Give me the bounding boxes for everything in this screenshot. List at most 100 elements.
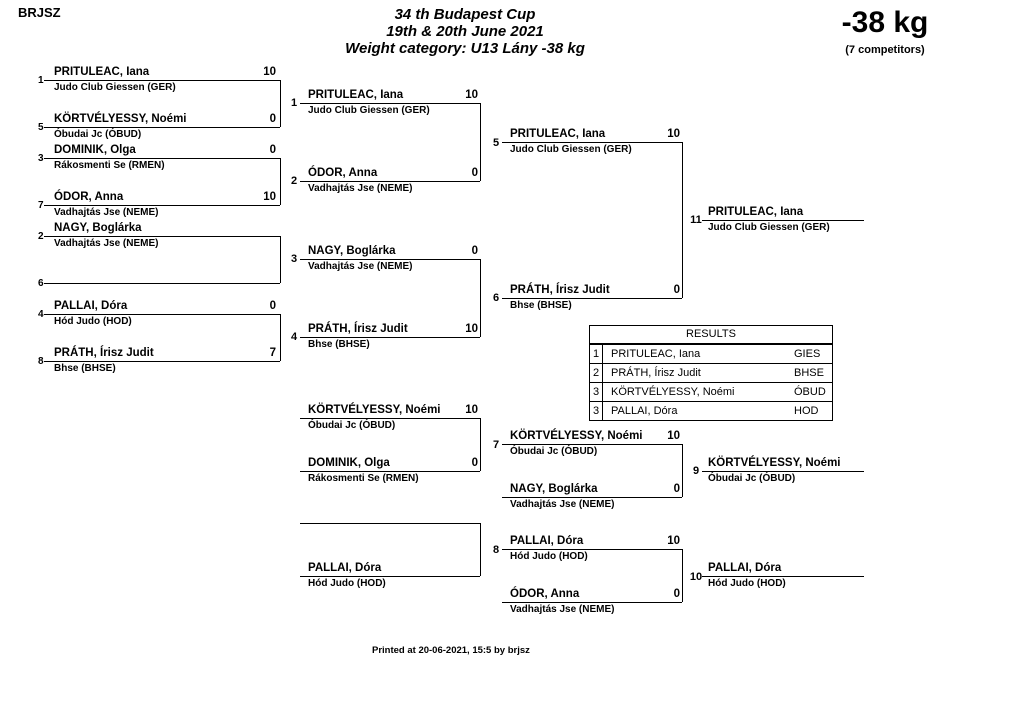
competitor-name: DOMINIK, Olga bbox=[308, 457, 390, 469]
result-club-code: HOD bbox=[794, 405, 819, 417]
match-score: 10 bbox=[667, 128, 680, 140]
bronze-winner-name: PALLAI, Dóra bbox=[708, 562, 782, 574]
match-score: 0 bbox=[269, 300, 276, 312]
match-number: 8 bbox=[492, 544, 500, 556]
competitor-club: Vadhajtás Jse (NEME) bbox=[54, 207, 159, 218]
match-score: 0 bbox=[471, 167, 478, 179]
competitor-club: Hód Judo (HOD) bbox=[308, 578, 386, 589]
competitor-name: PALLAI, Dóra bbox=[510, 535, 584, 547]
match-number: 1 bbox=[290, 97, 298, 109]
competitor-name: ÓDOR, Anna bbox=[308, 167, 378, 179]
result-name: KÖRTVÉLYESSY, Noémi bbox=[611, 386, 735, 398]
match-score: 0 bbox=[471, 457, 478, 469]
result-club-code: ÓBUD bbox=[794, 386, 826, 398]
competitor-name: KÖRTVÉLYESSY, Noémi bbox=[54, 113, 187, 125]
competitor-club: Hód Judo (HOD) bbox=[510, 551, 588, 562]
winner-club: Judo Club Giessen (GER) bbox=[708, 222, 830, 233]
seed-number: 1 bbox=[38, 75, 44, 86]
seed-number: 6 bbox=[38, 278, 44, 289]
seed-number: 3 bbox=[38, 153, 44, 164]
match-score: 10 bbox=[465, 89, 478, 101]
seed-number: 5 bbox=[38, 122, 44, 133]
organizer-code: BRJSZ bbox=[18, 5, 61, 20]
match-number: 2 bbox=[290, 175, 298, 187]
match-score: 0 bbox=[471, 245, 478, 257]
match-score: 0 bbox=[673, 588, 680, 600]
weight-category-label: -38 kg bbox=[841, 6, 929, 39]
bronze-winner-club: Óbudai Jc (ÓBUD) bbox=[708, 473, 796, 484]
match-score: 0 bbox=[673, 483, 680, 495]
result-name: PRÁTH, Írisz Judit bbox=[611, 367, 701, 379]
match-score: 7 bbox=[269, 347, 276, 359]
match-score: 0 bbox=[269, 144, 276, 156]
bronze-winner-club: Hód Judo (HOD) bbox=[708, 578, 786, 589]
competitor-club: Vadhajtás Jse (NEME) bbox=[308, 261, 413, 272]
competitor-name: PRÁTH, Írisz Judit bbox=[308, 323, 408, 335]
competitor-name: NAGY, Boglárka bbox=[510, 483, 598, 495]
competitor-club: Rákosmenti Se (RMEN) bbox=[54, 160, 165, 171]
match-score: 10 bbox=[667, 535, 680, 547]
match-number: 7 bbox=[492, 439, 500, 451]
tournament-dates: 19th & 20th June 2021 bbox=[386, 23, 544, 40]
results-row: 3 PALLAI, Dóra HOD bbox=[590, 401, 832, 420]
competitor-name: PALLAI, Dóra bbox=[54, 300, 128, 312]
competitor-name: ÓDOR, Anna bbox=[510, 588, 580, 600]
match-score: 0 bbox=[269, 113, 276, 125]
results-title: RESULTS bbox=[590, 326, 832, 344]
competitor-name: PRÁTH, Írisz Judit bbox=[54, 347, 154, 359]
result-name: PRITULEAC, Iana bbox=[611, 348, 701, 360]
competitor-club: Bhse (BHSE) bbox=[54, 363, 116, 374]
tournament-title: 34 th Budapest Cup bbox=[394, 6, 536, 23]
result-club-code: GIES bbox=[794, 348, 821, 360]
results-row: 3 KÖRTVÉLYESSY, Noémi ÓBUD bbox=[590, 382, 832, 401]
competitor-name: NAGY, Boglárka bbox=[308, 245, 396, 257]
winner-name: PRITULEAC, Iana bbox=[708, 206, 804, 218]
competitor-club: Vadhajtás Jse (NEME) bbox=[510, 604, 615, 615]
competitor-name: PRITULEAC, Iana bbox=[510, 128, 606, 140]
competitor-name: PRITULEAC, Iana bbox=[54, 66, 150, 78]
competitor-name: KÖRTVÉLYESSY, Noémi bbox=[308, 404, 441, 416]
match-number: 5 bbox=[492, 137, 500, 149]
result-place: 2 bbox=[590, 364, 603, 382]
match-number: 6 bbox=[492, 292, 500, 304]
match-number: 10 bbox=[689, 571, 703, 583]
result-club-code: BHSE bbox=[794, 367, 824, 379]
competitor-club: Óbudai Jc (ÓBUD) bbox=[510, 446, 598, 457]
match-score: 10 bbox=[263, 191, 276, 203]
competitor-name: PALLAI, Dóra bbox=[308, 562, 382, 574]
weight-category-title: Weight category: U13 Lány -38 kg bbox=[345, 40, 585, 57]
match-score: 10 bbox=[465, 323, 478, 335]
result-place: 3 bbox=[590, 383, 603, 401]
competitor-count: (7 competitors) bbox=[845, 44, 925, 56]
match-score: 10 bbox=[263, 66, 276, 78]
competitor-name: PRÁTH, Írisz Judit bbox=[510, 284, 610, 296]
competitor-name: KÖRTVÉLYESSY, Noémi bbox=[510, 430, 643, 442]
match-number: 3 bbox=[290, 253, 298, 265]
bronze-winner-name: KÖRTVÉLYESSY, Noémi bbox=[708, 457, 841, 469]
competitor-club: Bhse (BHSE) bbox=[510, 300, 572, 311]
seed-number: 7 bbox=[38, 200, 44, 211]
competitor-club: Vadhajtás Jse (NEME) bbox=[54, 238, 159, 249]
seed-number: 8 bbox=[38, 356, 44, 367]
results-row: 2 PRÁTH, Írisz Judit BHSE bbox=[590, 363, 832, 382]
match-number: 9 bbox=[692, 465, 700, 477]
print-footer: Printed at 20-06-2021, 15:5 by brjsz bbox=[372, 645, 530, 656]
competitor-club: Óbudai Jc (ÓBUD) bbox=[308, 420, 396, 431]
competitor-club: Judo Club Giessen (GER) bbox=[510, 144, 632, 155]
seed-number: 4 bbox=[38, 309, 44, 320]
match-number: 11 bbox=[690, 214, 702, 226]
seed-number: 2 bbox=[38, 231, 44, 242]
competitor-club: Vadhajtás Jse (NEME) bbox=[308, 183, 413, 194]
competitor-name: PRITULEAC, Iana bbox=[308, 89, 404, 101]
result-name: PALLAI, Dóra bbox=[611, 405, 678, 417]
competitor-name: DOMINIK, Olga bbox=[54, 144, 136, 156]
competitor-club: Rákosmenti Se (RMEN) bbox=[308, 473, 419, 484]
competitor-club: Judo Club Giessen (GER) bbox=[308, 105, 430, 116]
competitor-club: Hód Judo (HOD) bbox=[54, 316, 132, 327]
competitor-name: ÓDOR, Anna bbox=[54, 191, 124, 203]
competitor-club: Óbudai Jc (ÓBUD) bbox=[54, 129, 142, 140]
competitor-club: Bhse (BHSE) bbox=[308, 339, 370, 350]
match-score: 10 bbox=[465, 404, 478, 416]
results-table: RESULTS 1 PRITULEAC, Iana GIES 2 PRÁTH, … bbox=[589, 325, 833, 421]
match-number: 4 bbox=[290, 331, 298, 343]
